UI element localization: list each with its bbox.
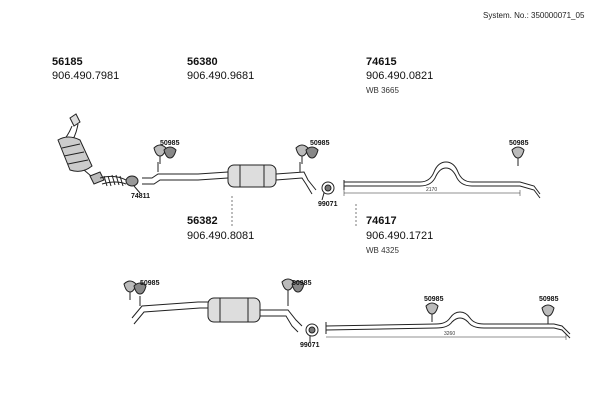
hanger-50985-1 bbox=[153, 144, 177, 164]
callout-99071-1: 99071 bbox=[318, 201, 338, 208]
catalytic-converter bbox=[57, 113, 127, 187]
part-ref-56380: 906.490.9681 bbox=[187, 70, 255, 82]
part-id-56185: 56185 bbox=[52, 56, 83, 68]
hanger-50985-2 bbox=[295, 144, 319, 164]
callout-50985-2: 50985 bbox=[310, 140, 330, 147]
muffler-lower bbox=[131, 296, 303, 333]
callout-50985-5: 50985 bbox=[292, 280, 312, 287]
callout-50985-1: 50985 bbox=[160, 140, 180, 147]
wheelbase-74617: WB 4325 bbox=[366, 246, 399, 255]
hanger-50985-3 bbox=[511, 146, 525, 166]
callout-99071-2: 99071 bbox=[300, 342, 320, 349]
clamp-99071-lower bbox=[305, 323, 319, 342]
callout-50985-3: 50985 bbox=[509, 140, 529, 147]
dimension-upper: 2170 bbox=[426, 187, 438, 193]
hanger-50985-4 bbox=[123, 280, 147, 300]
wheelbase-74615: WB 3665 bbox=[366, 86, 399, 95]
part-ref-74617: 906.490.1721 bbox=[366, 230, 434, 242]
part-id-56380: 56380 bbox=[187, 56, 218, 68]
part-ref-56185: 906.490.7981 bbox=[52, 70, 120, 82]
callout-50985-4: 50985 bbox=[140, 280, 160, 287]
system-number: System. No.: 350000071_05 bbox=[483, 11, 585, 20]
callout-50985-6: 50985 bbox=[424, 296, 444, 303]
hanger-50985-5 bbox=[281, 278, 305, 298]
part-ref-74615: 906.490.0821 bbox=[366, 70, 434, 82]
hanger-50985-6 bbox=[425, 302, 439, 322]
clamp-99071-upper bbox=[321, 181, 335, 201]
dimension-lower: 3260 bbox=[444, 331, 456, 337]
part-id-56382: 56382 bbox=[187, 215, 218, 227]
hanger-50985-7 bbox=[541, 304, 555, 324]
part-ref-56382: 906.490.8081 bbox=[187, 230, 255, 242]
part-id-74615: 74615 bbox=[366, 56, 397, 68]
tail-pipe-lower bbox=[325, 311, 571, 340]
callout-50985-7: 50985 bbox=[539, 296, 559, 303]
callout-74811: 74811 bbox=[131, 193, 151, 200]
clamp-74811 bbox=[125, 175, 141, 194]
muffler-upper bbox=[142, 162, 317, 195]
tail-pipe-upper bbox=[343, 161, 541, 199]
part-id-74617: 74617 bbox=[366, 215, 397, 227]
